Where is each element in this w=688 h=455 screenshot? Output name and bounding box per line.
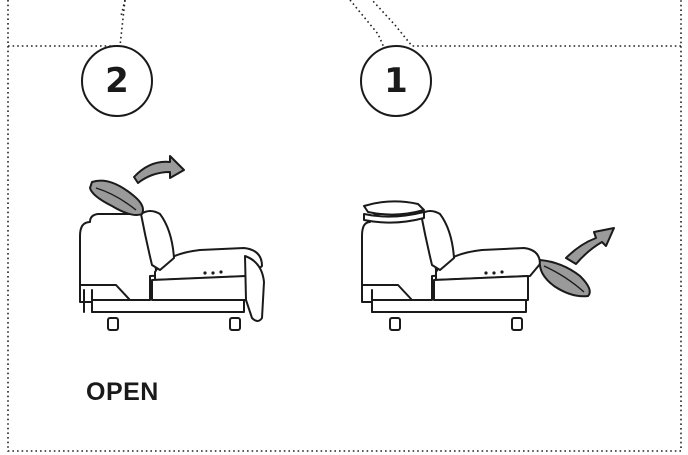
step-2-number: 2 [105,61,129,101]
step-1-circle [360,45,432,117]
step-1-number: 1 [384,61,408,101]
footrest-extended-right [538,259,591,298]
sofa-left [79,210,265,331]
sofa-right [361,200,541,331]
headrest-raised-left [89,179,144,216]
step-2-circle [81,45,153,117]
arrow-right-icon [133,155,185,184]
state-label: OPEN [86,378,159,406]
arrow-up-right-icon [565,227,615,265]
leader-lines [120,0,386,51]
